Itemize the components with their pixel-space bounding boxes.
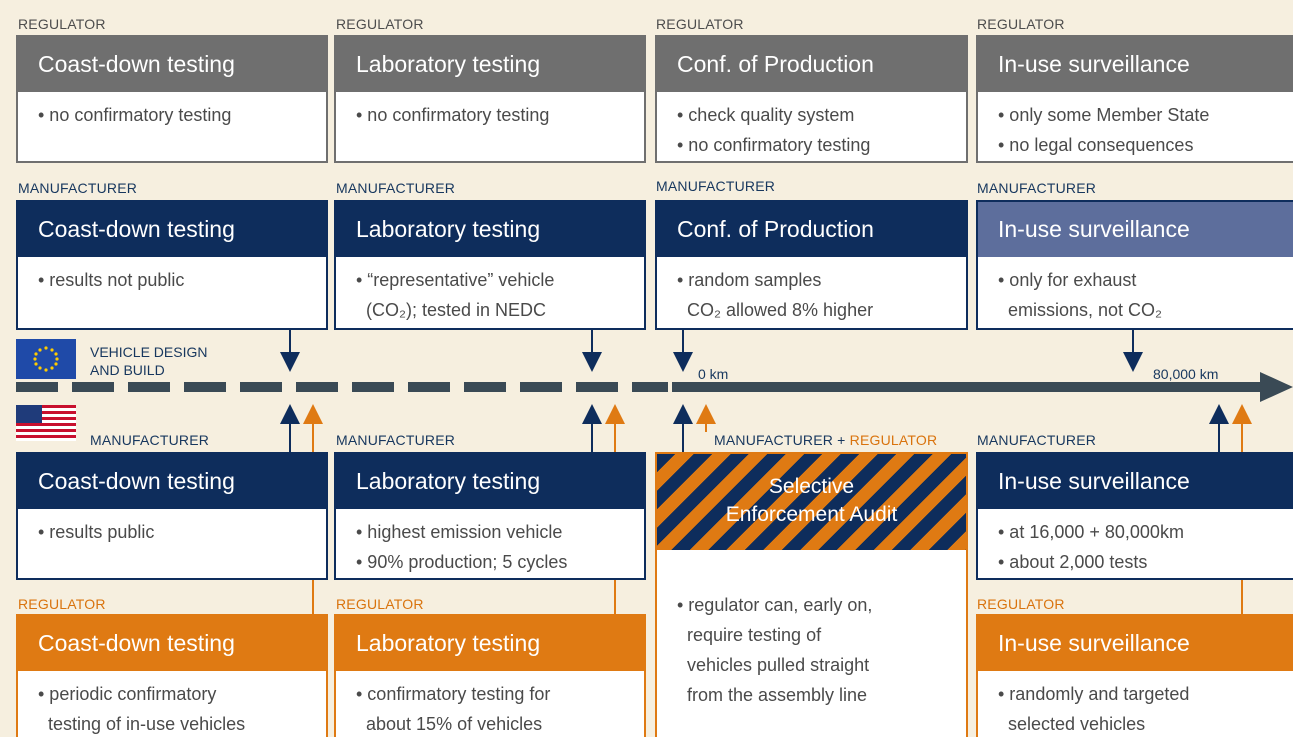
box-title: Laboratory testing [336, 37, 644, 92]
sea-caption-regulator: REGULATOR [849, 432, 938, 448]
box-line: vehicles pulled straight [677, 655, 870, 675]
box-line: • only some Member State [998, 105, 1210, 125]
us-reg-caption-2: REGULATOR [336, 596, 424, 612]
sea-title-line-2: Enforcement Audit [725, 503, 898, 526]
sea-title: Selective Enforcement Audit [657, 454, 966, 550]
us-man-coast-box: Coast-down testing • results public [16, 452, 328, 580]
us-reg-caption-1: REGULATOR [18, 596, 106, 612]
timeline-start-label: 0 km [698, 366, 729, 382]
box-title: In-use surveillance [978, 616, 1293, 671]
box-title: In-use surveillance [978, 202, 1293, 257]
box-title: Coast-down testing [18, 202, 326, 257]
box-title: Laboratory testing [336, 454, 644, 509]
box-line: CO₂ allowed 8% higher [677, 300, 874, 320]
us-man-caption-1: MANUFACTURER [90, 432, 210, 448]
sea-caption-plus: + [833, 432, 850, 448]
box-line: about 15% of vehicles [356, 714, 543, 734]
eu-man-coast-box: Coast-down testing • results not public [16, 200, 328, 330]
box-title: Coast-down testing [18, 616, 326, 671]
box-line: • highest emission vehicle [356, 522, 563, 542]
eu-man-cop-box: Conf. of Production • random samples CO₂… [655, 200, 968, 330]
box-title: Conf. of Production [657, 37, 966, 92]
box-line: • results not public [38, 270, 185, 290]
eu-man-caption-2: MANUFACTURER [336, 180, 456, 196]
eu-reg-coast-box: Coast-down testing • no confirmatory tes… [16, 35, 328, 163]
box-line: testing of in-use vehicles [38, 714, 246, 734]
box-line: • “representative” vehicle [356, 270, 555, 290]
box-line: • regulator can, early on, [677, 595, 873, 615]
eu-man-inuse-box: In-use surveillance • only for exhaust e… [976, 200, 1293, 330]
eu-reg-cop-box: Conf. of Production • check quality syst… [655, 35, 968, 163]
eu-man-lab-box: Laboratory testing • “representative” ve… [334, 200, 646, 330]
box-line: • about 2,000 tests [998, 552, 1148, 572]
box-title: Coast-down testing [18, 37, 326, 92]
sea-caption: MANUFACTURER + REGULATOR [714, 432, 937, 448]
box-line: • check quality system [677, 105, 855, 125]
box-title: In-use surveillance [978, 37, 1293, 92]
eu-timeline-label-2: AND BUILD [90, 362, 165, 378]
eu-reg-lab-box: Laboratory testing • no confirmatory tes… [334, 35, 646, 163]
eu-reg-caption-3: REGULATOR [656, 16, 744, 32]
us-man-lab-box: Laboratory testing • highest emission ve… [334, 452, 646, 580]
box-line: • at 16,000 + 80,000km [998, 522, 1184, 542]
us-man-inuse-box: In-use surveillance • at 16,000 + 80,000… [976, 452, 1293, 580]
box-line: (CO₂); tested in NEDC [356, 300, 547, 320]
box-line: • random samples [677, 270, 822, 290]
us-reg-inuse-box: In-use surveillance • randomly and targe… [976, 614, 1293, 737]
box-line: • no confirmatory testing [38, 105, 232, 125]
eu-man-caption-1: MANUFACTURER [18, 180, 138, 196]
box-line: • no confirmatory testing [356, 105, 550, 125]
eu-reg-caption-2: REGULATOR [336, 16, 424, 32]
box-line: • 90% production; 5 cycles [356, 552, 568, 572]
eu-reg-inuse-box: In-use surveillance • only some Member S… [976, 35, 1293, 163]
box-title: Laboratory testing [336, 616, 644, 671]
us-man-caption-2: MANUFACTURER [336, 432, 456, 448]
box-line: emissions, not CO₂ [998, 300, 1163, 320]
us-reg-lab-box: Laboratory testing • confirmatory testin… [334, 614, 646, 737]
sea-title-line-1: Selective [768, 475, 855, 498]
box-title: In-use surveillance [978, 454, 1293, 509]
box-line: require testing of [677, 625, 822, 645]
us-man-caption-3: MANUFACTURER [977, 432, 1097, 448]
eu-timeline-label-1: VEHICLE DESIGN [90, 344, 208, 360]
box-line: • results public [38, 522, 155, 542]
eu-flag-icon [16, 339, 76, 379]
box-line: • confirmatory testing for [356, 684, 551, 704]
sea-box: Selective Enforcement Audit • regulator … [655, 452, 968, 737]
box-line: • no legal consequences [998, 135, 1194, 155]
eu-man-caption-3: MANUFACTURER [656, 178, 776, 194]
box-line: • periodic confirmatory [38, 684, 217, 704]
us-reg-coast-box: Coast-down testing • periodic confirmato… [16, 614, 328, 737]
box-line: • only for exhaust [998, 270, 1137, 290]
box-line: from the assembly line [677, 685, 868, 705]
box-line: selected vehicles [998, 714, 1146, 734]
timeline-end-label: 80,000 km [1153, 366, 1219, 382]
eu-reg-caption-4: REGULATOR [977, 16, 1065, 32]
box-title: Conf. of Production [657, 202, 966, 257]
timeline-arrowhead [1260, 372, 1293, 402]
sea-caption-manufacturer: MANUFACTURER [714, 432, 834, 448]
box-title: Laboratory testing [336, 202, 644, 257]
box-line: • no confirmatory testing [677, 135, 871, 155]
eu-man-caption-4: MANUFACTURER [977, 180, 1097, 196]
us-flag-icon [16, 405, 76, 441]
us-reg-caption-3: REGULATOR [977, 596, 1065, 612]
box-title: Coast-down testing [18, 454, 326, 509]
eu-reg-caption-1: REGULATOR [18, 16, 106, 32]
box-line: • randomly and targeted [998, 684, 1190, 704]
